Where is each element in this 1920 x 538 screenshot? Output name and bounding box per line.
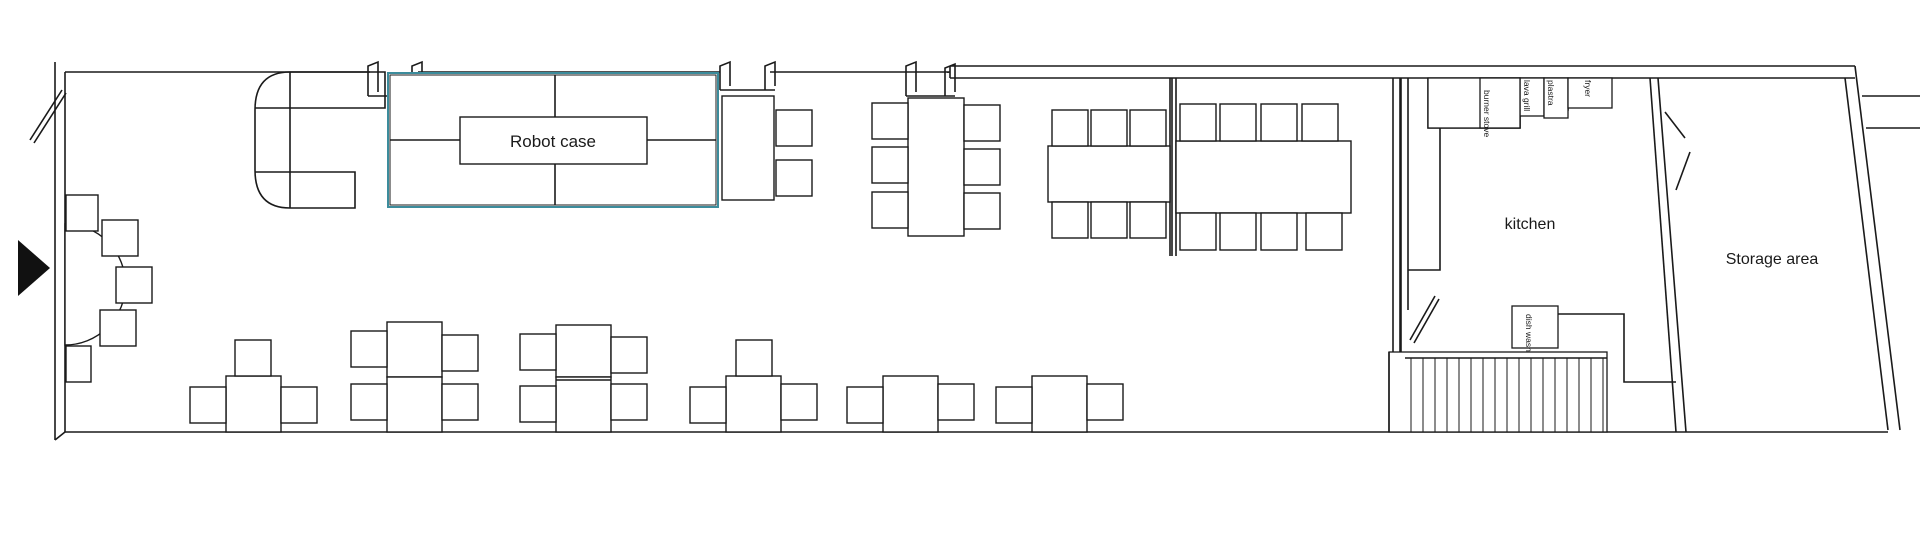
kitchen-label: kitchen: [1505, 216, 1556, 233]
burner-stove-label: burner stove: [1482, 90, 1492, 138]
table-bottom-5: [846, 375, 975, 433]
kitchen: burner stove lava grill plastra fryer ki…: [1388, 77, 1676, 433]
robot-case-label: Robot case: [510, 132, 596, 151]
fryer-label: fryer: [1583, 80, 1593, 97]
side-counter: [721, 95, 813, 201]
round-table: [64, 194, 153, 383]
table-bottom-6: [995, 375, 1124, 433]
table-bottom-3: [519, 324, 648, 433]
robot-case: Robot case: [387, 72, 719, 208]
long-table-left: [1047, 109, 1171, 239]
long-table-vertical: [871, 97, 1001, 237]
plancha-label: plastra: [1546, 80, 1556, 106]
table-bottom-2: [350, 321, 479, 433]
robot-case-label-box: [459, 116, 648, 165]
table-bottom-1: [189, 339, 318, 433]
lava-grill-label: lava grill: [1522, 80, 1532, 111]
booth-sofa: [254, 71, 386, 209]
dishwasher-label: dish washer: [1524, 314, 1534, 360]
staircase: [1388, 351, 1608, 433]
storage-area-label: Storage area: [1726, 251, 1819, 268]
wall-pillars: [367, 60, 956, 97]
table-bottom-4: [689, 339, 818, 433]
long-table-right: [1175, 103, 1352, 251]
entrance-arrow-icon: [18, 240, 50, 296]
